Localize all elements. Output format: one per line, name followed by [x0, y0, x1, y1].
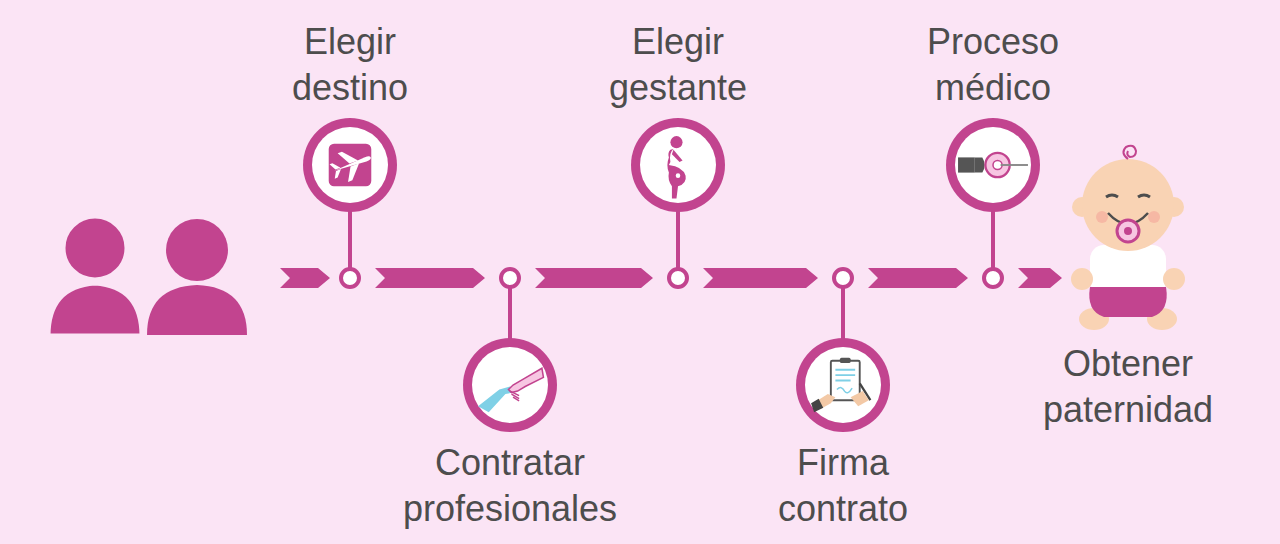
timeline-dot: [669, 269, 687, 287]
people-icon: [48, 216, 247, 336]
timeline-dot: [501, 269, 519, 287]
step-icon: [811, 358, 870, 413]
label-group: Contratar profesionales: [403, 440, 617, 532]
pin-stem: [991, 211, 995, 268]
pin-icon: [462, 266, 558, 434]
icon-ring: [463, 338, 557, 432]
pin-stem: [676, 211, 680, 268]
timeline-dot: [341, 269, 359, 287]
label-group: Elegir gestante: [609, 19, 747, 111]
icon-ring: [303, 118, 397, 212]
timeline-dot: [984, 269, 1002, 287]
icon-ring: [946, 118, 1040, 212]
label-group: Proceso médico: [927, 19, 1059, 111]
label-group: Elegir destino: [292, 19, 408, 111]
pin-stem: [348, 211, 352, 268]
icon-ring: [796, 338, 890, 432]
timeline-chevron: [1018, 268, 1062, 288]
pin-stem: [841, 288, 845, 339]
step-pin: Firma contrato: [795, 266, 891, 434]
step-label: Elegir destino: [292, 19, 408, 111]
icon-ground: [312, 127, 388, 203]
pin-stem: [508, 288, 512, 339]
icon-ground: [472, 347, 548, 423]
pin-icon: [302, 117, 398, 290]
step-icon: [327, 143, 376, 186]
step-label: Firma contrato: [778, 440, 908, 532]
pin-icon: [795, 266, 891, 434]
label-group: Firma contrato: [778, 440, 908, 532]
timeline-chevron: [535, 268, 653, 288]
step-icon: [958, 153, 1028, 177]
timeline-chevron: [703, 268, 818, 288]
step-label: Proceso médico: [927, 19, 1059, 111]
label-group: Obtener paternidad: [1043, 341, 1213, 433]
step-icon: [667, 136, 685, 198]
pin-icon: [945, 117, 1041, 290]
icon-ground: [955, 127, 1031, 203]
timeline-dot: [834, 269, 852, 287]
pin-icon: [630, 117, 726, 290]
step-pin: Elegir destino: [302, 117, 398, 290]
step-label: Contratar profesionales: [403, 440, 617, 532]
step-pin: Proceso médico: [945, 117, 1041, 290]
icon-ground: [640, 127, 716, 203]
baby-figure: [1068, 135, 1188, 335]
icon-ground: [805, 347, 881, 423]
step-label: Obtener paternidad: [1043, 341, 1213, 433]
icon-ring: [631, 118, 725, 212]
timeline-chevron: [868, 268, 968, 288]
baby-figure: Obtener paternidad: [1068, 135, 1188, 335]
step-icon: [478, 368, 543, 412]
step-pin: Elegir gestante: [630, 117, 726, 290]
step-label: Elegir gestante: [609, 19, 747, 111]
step-pin: Contratar profesionales: [462, 266, 558, 434]
timeline-chevron: [280, 268, 330, 288]
timeline-chevron: [375, 268, 485, 288]
